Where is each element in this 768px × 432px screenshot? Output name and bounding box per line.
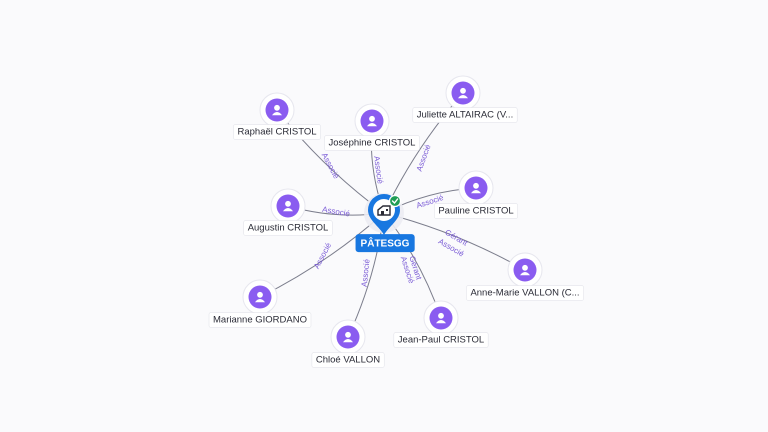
person-node-pauline-cristol[interactable]: Pauline CRISTOL <box>434 170 518 219</box>
person-icon <box>255 291 265 303</box>
person-name-anne-marie-vallon[interactable]: Anne-Marie VALLON (C... <box>470 288 579 299</box>
person-name-bg <box>233 124 321 140</box>
check-badge-icon <box>388 194 402 208</box>
person-name-josephine-cristol[interactable]: Joséphine CRISTOL <box>329 138 416 149</box>
person-name-bg <box>434 203 518 219</box>
edge-label-chloe-vallon-0: Associé <box>360 258 372 287</box>
company-name[interactable]: PÂTESGG <box>361 237 410 250</box>
person-name-jean-paul-cristol[interactable]: Jean-Paul CRISTOL <box>398 335 484 346</box>
company-name-bg <box>355 234 415 253</box>
person-name-bg <box>393 332 489 348</box>
person-name-chloe-vallon[interactable]: Chloé VALLON <box>316 355 380 366</box>
person-name-marianne-giordano[interactable]: Marianne GIORDANO <box>213 315 307 326</box>
person-icon <box>436 312 446 324</box>
person-name-bg <box>208 312 312 328</box>
person-name-raphael-cristol[interactable]: Raphaël CRISTOL <box>237 127 316 138</box>
person-name-bg <box>324 135 420 151</box>
person-node-jean-paul-cristol[interactable]: Jean-Paul CRISTOL <box>393 300 489 348</box>
person-name-augustin-cristol[interactable]: Augustin CRISTOL <box>248 223 329 234</box>
person-icon <box>343 331 353 343</box>
person-name-bg <box>412 107 518 123</box>
person-node-raphael-cristol[interactable]: Raphaël CRISTOL <box>233 92 321 140</box>
person-icon <box>520 264 530 276</box>
person-node-juliette-altairac[interactable]: Juliette ALTAIRAC (V... <box>412 75 518 123</box>
building-icon <box>377 205 391 216</box>
person-name-bg <box>243 220 333 236</box>
person-name-bg <box>311 352 385 368</box>
person-name-pauline-cristol[interactable]: Pauline CRISTOL <box>438 206 513 217</box>
person-node-josephine-cristol[interactable]: Joséphine CRISTOL <box>324 103 420 151</box>
person-name-bg <box>466 285 584 301</box>
person-name-juliette-altairac[interactable]: Juliette ALTAIRAC (V... <box>417 110 513 121</box>
edge-label-augustin-cristol-0: Associé <box>321 205 351 219</box>
person-node-chloe-vallon[interactable]: Chloé VALLON <box>311 319 385 368</box>
edge-label-raphael-cristol-0: Associé <box>320 151 341 180</box>
center-company-node[interactable]: PÂTESGG <box>355 193 415 253</box>
person-icon <box>471 182 481 194</box>
person-icon <box>367 115 377 127</box>
person-node-anne-marie-vallon[interactable]: Anne-Marie VALLON (C... <box>466 252 584 301</box>
person-icon <box>272 104 282 116</box>
nodes-layer: Raphaël CRISTOL Joséphine CRISTOL Juliette… <box>208 75 584 368</box>
edge-label-josephine-cristol-0: Associé <box>372 155 385 185</box>
person-icon <box>283 200 293 212</box>
person-node-marianne-giordano[interactable]: Marianne GIORDANO <box>208 279 312 328</box>
person-icon <box>458 87 468 99</box>
person-node-augustin-cristol[interactable]: Augustin CRISTOL <box>243 188 333 236</box>
